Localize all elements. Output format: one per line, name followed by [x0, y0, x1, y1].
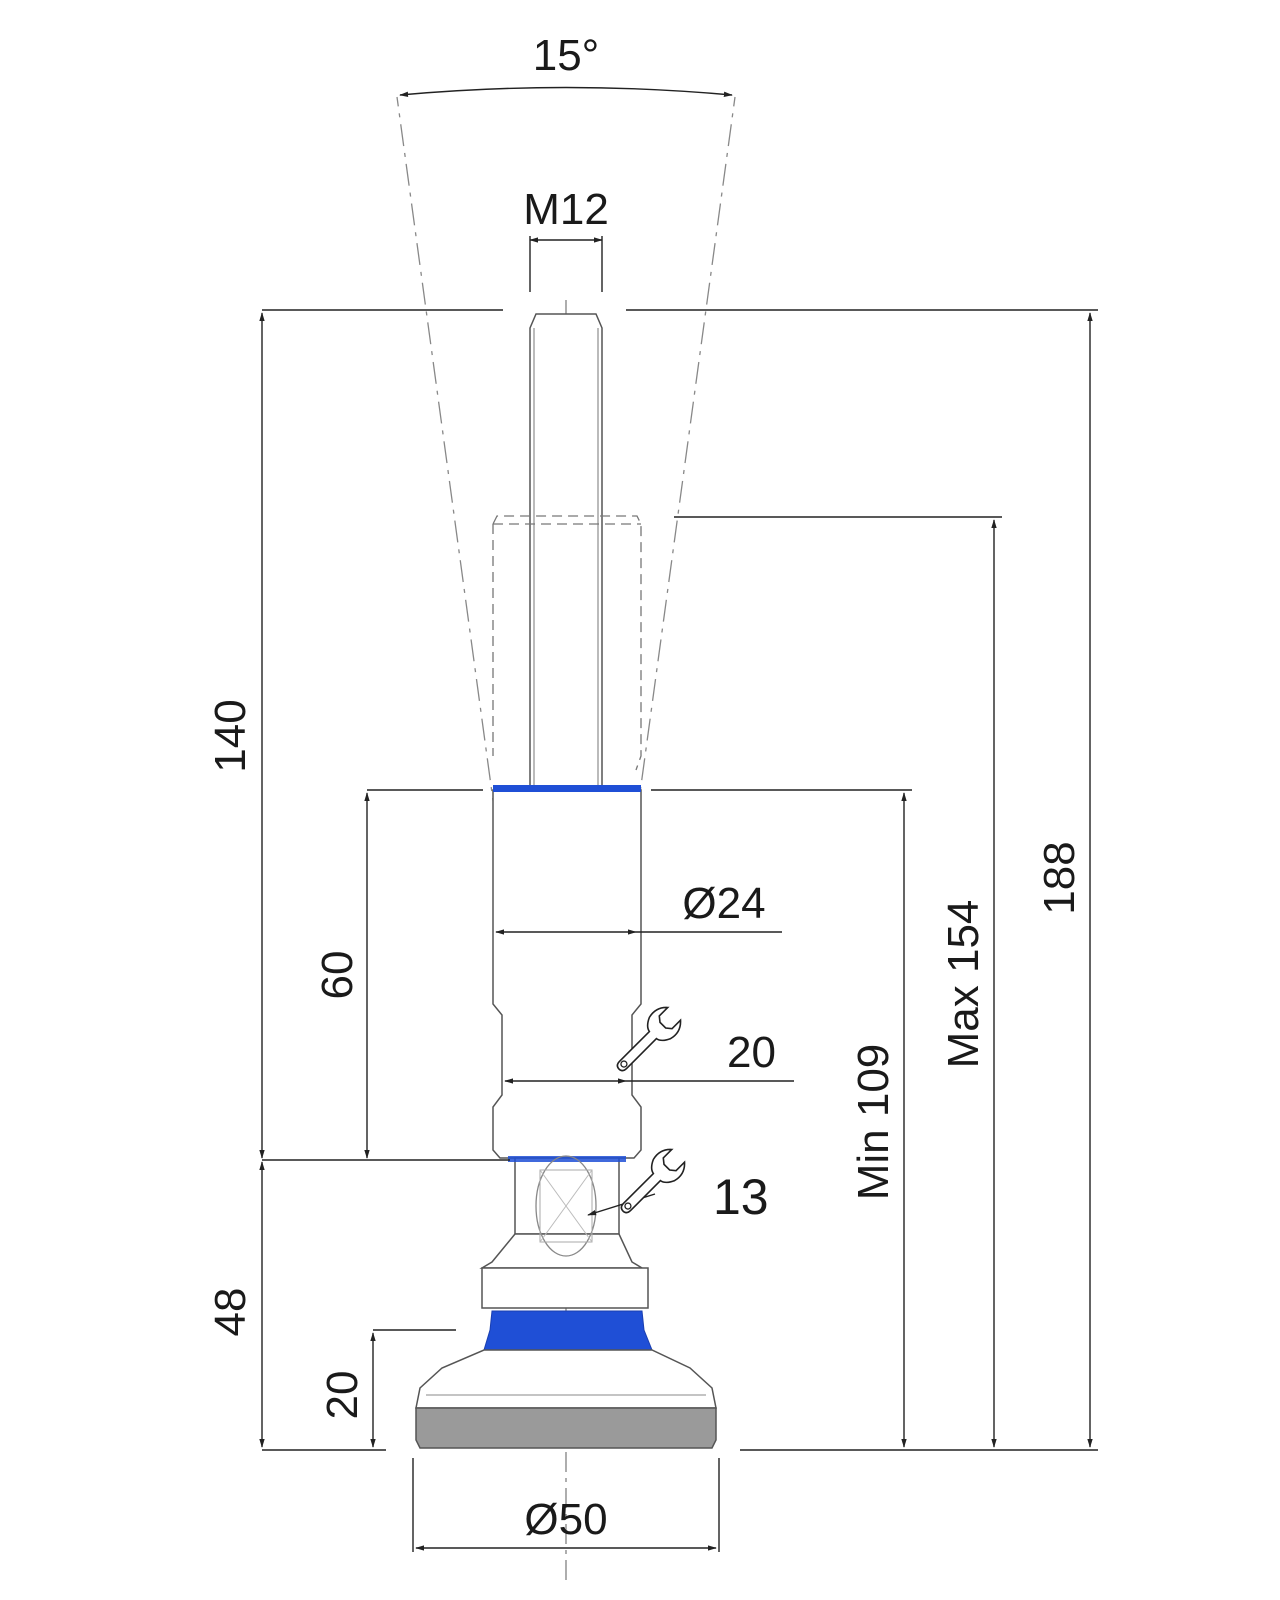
thread-dimension — [529, 236, 603, 292]
max-height-label: Max 154 — [939, 900, 988, 1069]
foot-height-label: 48 — [206, 1288, 255, 1337]
total-height-label: 188 — [1035, 841, 1084, 914]
base-foot — [415, 1349, 717, 1449]
base-diameter-label: Ø50 — [524, 1495, 607, 1544]
body-length-label: 60 — [313, 951, 362, 1000]
threaded-stud — [529, 313, 603, 791]
wrench-icon — [620, 1148, 686, 1214]
min-height-label: Min 109 — [849, 1044, 898, 1201]
body-diameter-label: Ø24 — [682, 879, 765, 928]
adjustment-body — [492, 785, 642, 1159]
joint-wrench-label: 13 — [713, 1169, 769, 1225]
thread-label: M12 — [523, 185, 609, 234]
pad-height-label: 20 — [318, 1371, 367, 1420]
wrench-icon — [616, 1006, 682, 1072]
stud-length-label: 140 — [206, 699, 255, 772]
angle-label: 15° — [533, 31, 600, 80]
blue-elastomer-ring — [483, 1310, 653, 1351]
rubber-pad — [415, 1407, 717, 1449]
body-wrench-label: 20 — [727, 1028, 776, 1077]
ball-joint — [479, 1155, 649, 1309]
extension-lines — [262, 309, 1098, 1552]
blue-seal-ring-top — [493, 785, 641, 792]
dimension-lines — [259, 312, 1093, 1551]
